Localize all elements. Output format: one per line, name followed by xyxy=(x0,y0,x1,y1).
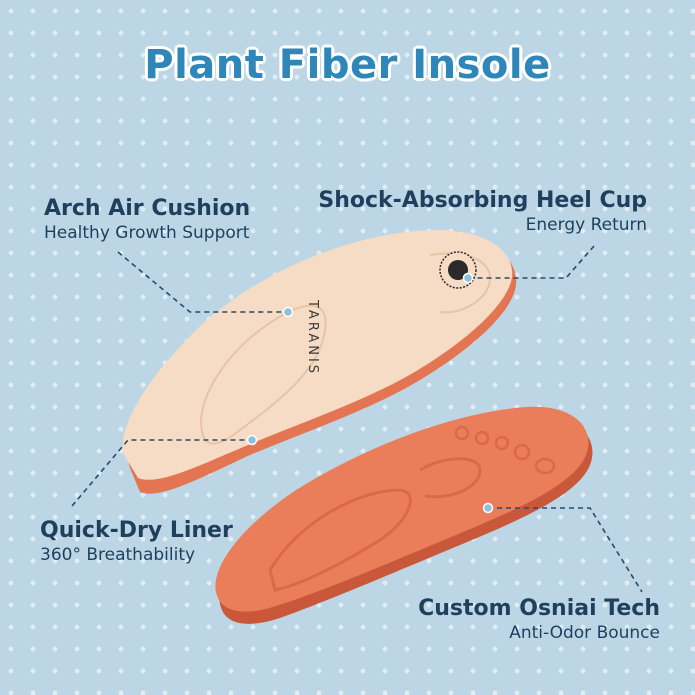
feature-subheading: Anti-Odor Bounce xyxy=(509,623,660,643)
bottom-insole-heel-pattern xyxy=(419,457,482,499)
callout-line-quick xyxy=(71,439,252,507)
feature-heading: Custom Osniai Tech xyxy=(418,596,660,621)
feature-subheading: Healthy Growth Support xyxy=(44,223,250,243)
bottom-insole xyxy=(215,406,593,624)
callout-line-osniai xyxy=(488,507,643,593)
feature-subheading: Energy Return xyxy=(525,215,647,235)
callout-dot-arch xyxy=(282,306,294,318)
callout-dot-osniai xyxy=(482,502,494,514)
feature-heading: Shock-Absorbing Heel Cup xyxy=(318,188,647,213)
callout-dot-shock xyxy=(462,272,474,284)
brand-name: TARANIS xyxy=(305,300,320,377)
bottom-insole-foam xyxy=(215,406,589,612)
feature-heading: Quick-Dry Liner xyxy=(40,518,233,543)
feature-custom-osniai-tech: Custom Osniai Tech Anti-Odor Bounce xyxy=(418,596,660,644)
top-insole-contour xyxy=(200,304,327,445)
callout-dot-quick xyxy=(246,434,258,446)
feature-arch-air-cushion: Arch Air Cushion Healthy Growth Support xyxy=(44,196,250,244)
toe-dot xyxy=(474,430,490,446)
callout-line-arch xyxy=(117,251,288,313)
top-insole xyxy=(122,229,517,494)
feature-heading: Arch Air Cushion xyxy=(44,196,251,221)
feature-shock-absorbing-heel-cup: Shock-Absorbing Heel Cup Energy Return xyxy=(318,188,647,236)
page-title: Plant Fiber Insole xyxy=(144,42,551,88)
toe-dot xyxy=(454,425,470,441)
bottom-insole-arch-pattern xyxy=(268,488,412,592)
toe-dot xyxy=(494,435,510,451)
brand-logo-center xyxy=(448,260,468,280)
feature-quick-dry-liner: Quick-Dry Liner 360° Breathability xyxy=(40,518,233,566)
feature-subheading: 360° Breathability xyxy=(40,545,196,565)
toe-dot xyxy=(513,443,531,461)
toe-dot xyxy=(534,457,556,475)
